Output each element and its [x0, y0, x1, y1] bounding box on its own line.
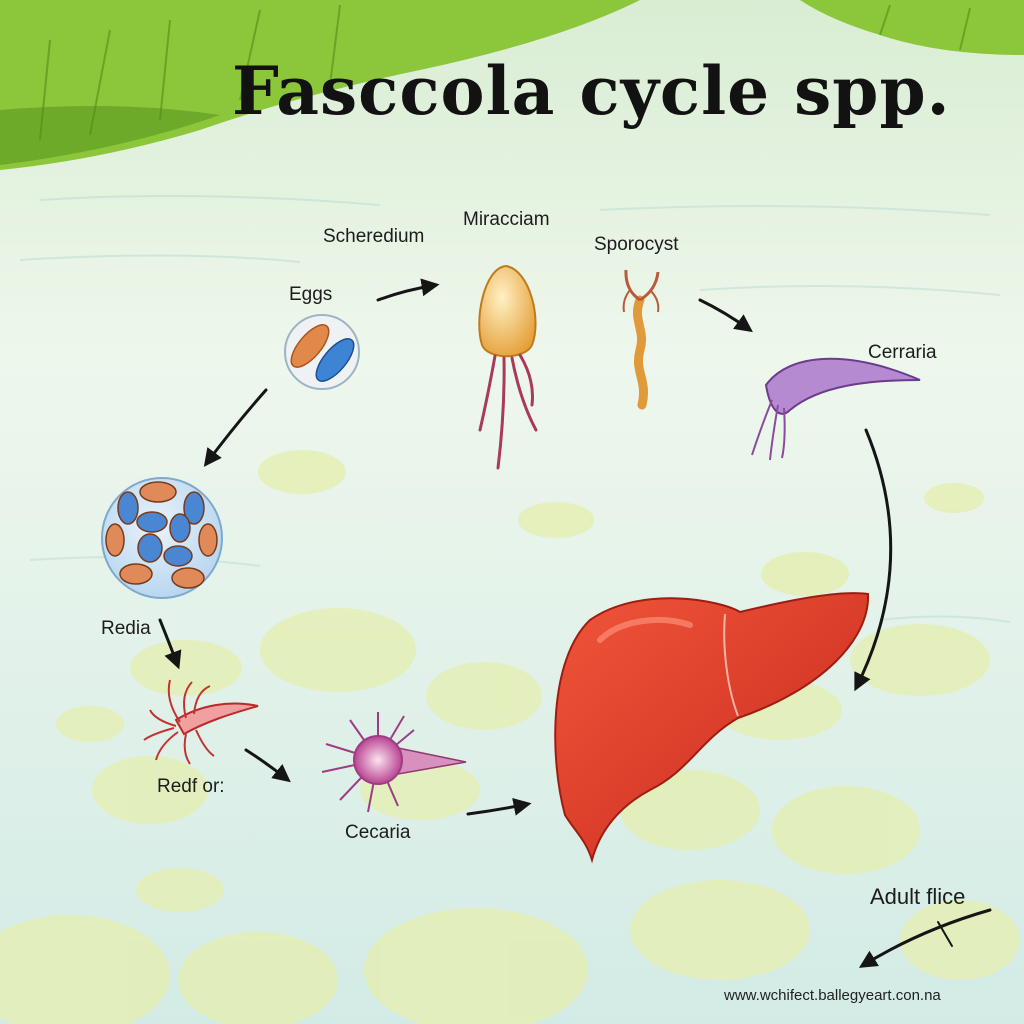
label-sporocyst: Sporocyst	[594, 234, 678, 256]
label-cecaria: Cecaria	[345, 822, 410, 844]
eggs-illustration	[285, 315, 360, 389]
diagram-title: Fasccola cycle spp.	[232, 52, 951, 130]
label-miracciam: Miracciam	[463, 209, 550, 231]
label-eggs: Eggs	[289, 284, 332, 306]
label-redf: Redf or:	[157, 776, 225, 798]
label-cerraria: Cerraria	[868, 342, 937, 364]
credit-url: www.wchifect.ballegyeart.con.na	[724, 987, 941, 1004]
label-redia: Redia	[101, 618, 151, 640]
label-adult-fluke: Adult flice	[870, 884, 965, 910]
redia-sphere-illustration	[102, 478, 222, 598]
label-scheredium: Scheredium	[323, 226, 424, 248]
